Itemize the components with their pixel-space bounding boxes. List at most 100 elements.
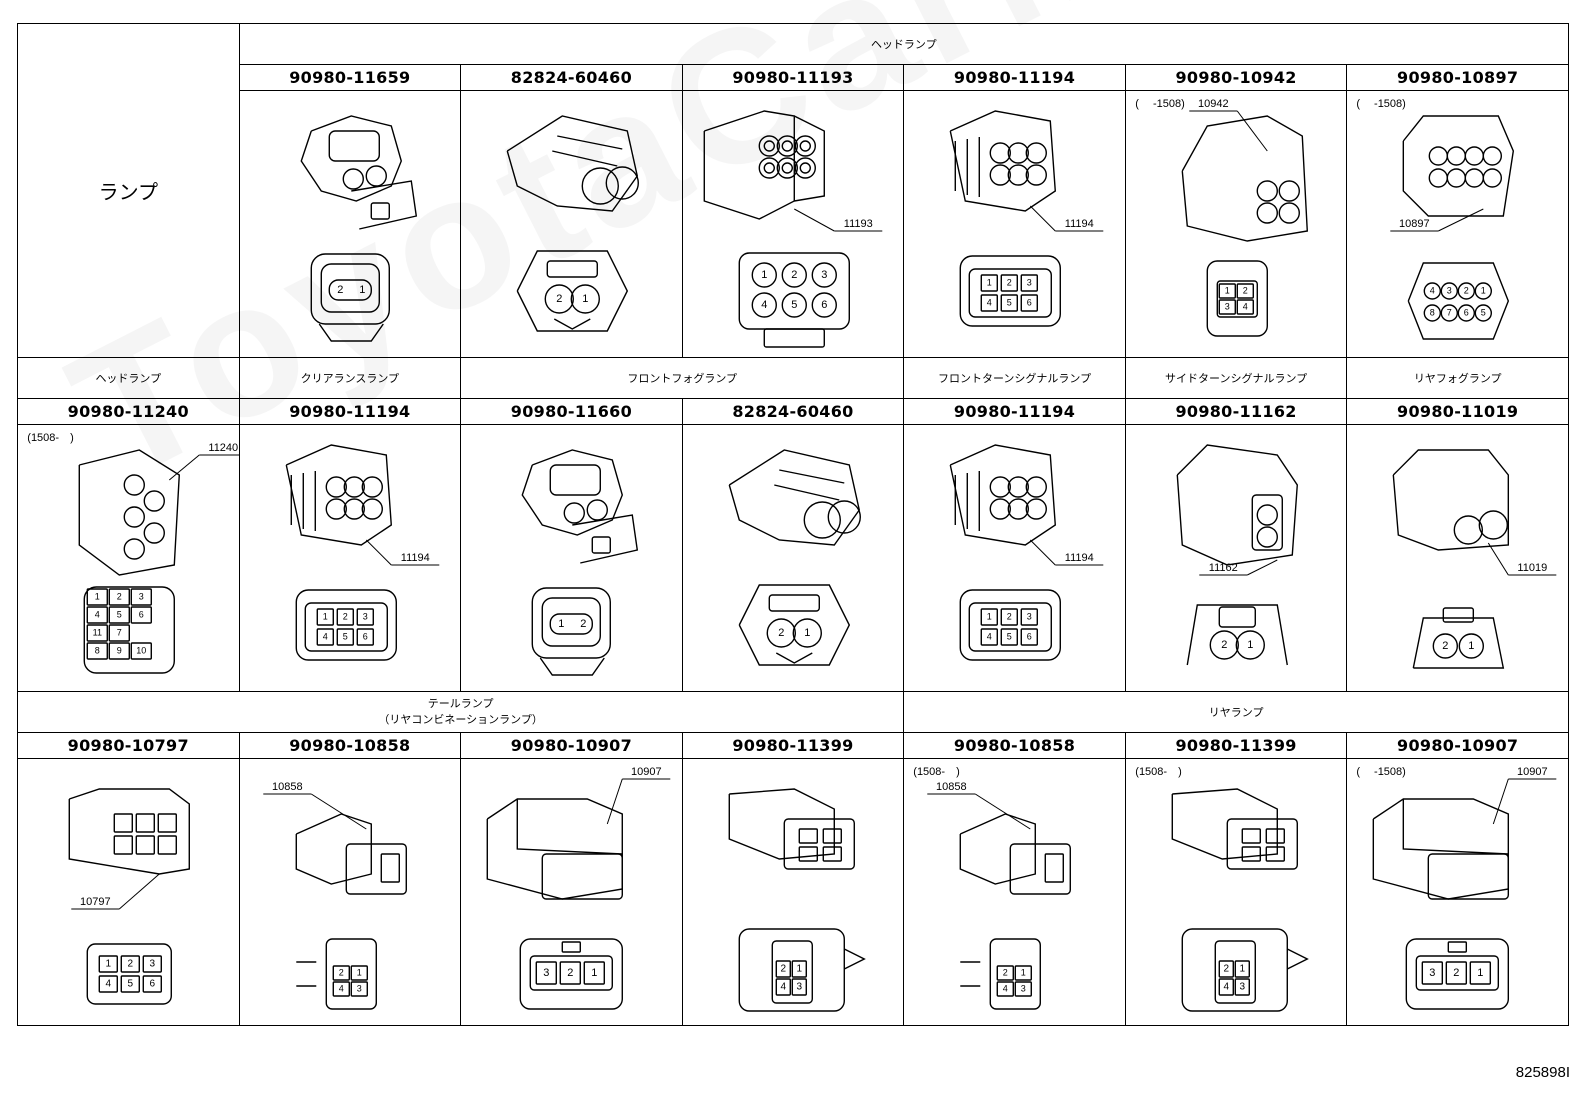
connector-callout: 11162 [1209, 562, 1238, 574]
pin-number: 6 [150, 979, 156, 990]
pin-number: 2 [128, 959, 134, 970]
pin-number: 4 [1430, 285, 1435, 295]
pin-number: 6 [1027, 631, 1032, 641]
connector-callout: 10907 [1517, 766, 1548, 778]
pin-number: 2 [342, 611, 347, 621]
connector-callout: 10858 [936, 781, 967, 793]
sidebar-label: ランプ [17, 23, 240, 358]
pin-number: 2 [117, 591, 122, 601]
pin-number: 4 [106, 979, 112, 990]
pin-number: 9 [117, 645, 122, 655]
date-range-note: (1508- ) [914, 766, 960, 778]
pin-number: 2 [791, 269, 797, 281]
pin-number: 5 [791, 299, 797, 311]
pin-number: 1 [1481, 285, 1486, 295]
pin-number: 2 [567, 967, 573, 979]
pin-number: 1 [1225, 285, 1230, 295]
pin-number: 6 [362, 631, 367, 641]
date-range-note: ( -1508) [1135, 98, 1185, 110]
part-number: 90980-10907 [460, 732, 683, 759]
connector-illustration: ( -1508) 10942 1 2 3 4 [1135, 98, 1308, 337]
connector-callout: 10858 [272, 781, 303, 793]
pin-number: 5 [1481, 307, 1486, 317]
part-number: 90980-11399 [681, 732, 905, 759]
connector-callout: 11194 [1065, 218, 1094, 230]
part-number: 90980-10797 [17, 732, 240, 759]
pin-number: 5 [117, 609, 122, 619]
part-number: 90980-10897 [1346, 64, 1569, 91]
pin-number: 1 [582, 293, 588, 305]
connector-callout: 10942 [1198, 98, 1229, 110]
group-front-turn: フロントターンシグナルランプ [903, 357, 1126, 399]
group-headlamp: ヘッドランプ [238, 23, 1570, 65]
pin-number: 2 [1007, 277, 1012, 287]
pin-number: 3 [356, 983, 361, 993]
date-range-note: ( -1508) [1357, 98, 1407, 110]
pin-number: 3 [1225, 301, 1230, 311]
pin-number: 4 [1003, 983, 1008, 993]
pin-number: 7 [117, 627, 122, 637]
tail-lamp-subtitle: （リヤコンビネーションランプ） [378, 713, 543, 726]
pin-number: 3 [1239, 982, 1245, 993]
pin-number: 4 [780, 982, 786, 993]
part-number: 90980-10942 [1124, 64, 1348, 91]
pin-number: 2 [780, 964, 786, 975]
pin-number: 2 [1243, 285, 1248, 295]
pin-number: 4 [761, 299, 767, 311]
pin-number: 4 [1223, 982, 1229, 993]
pin-number: 1 [987, 277, 992, 287]
connector-callout: 11019 [1518, 562, 1548, 574]
pin-number: 2 [778, 627, 784, 639]
tail-lamp-title: テールランプ [427, 697, 494, 710]
pin-number: 6 [139, 609, 144, 619]
pin-number: 4 [987, 297, 992, 307]
pin-number: 2 [556, 293, 562, 305]
pin-number: 1 [95, 591, 100, 601]
pin-number: 7 [1447, 307, 1452, 317]
pin-number: 4 [1243, 301, 1248, 311]
connector-callout: 11240 [208, 442, 238, 454]
pin-number: 4 [338, 983, 343, 993]
group-rear-fog: リヤフォグランプ [1346, 357, 1569, 399]
part-number: 82824-60460 [460, 64, 683, 91]
pin-number: 2 [1464, 285, 1469, 295]
pin-number: 2 [1454, 967, 1460, 979]
connector-callout: 10797 [80, 896, 111, 908]
connector-table: ランプ ヘッドランプ 90980-11659 82824-60460 90980… [16, 23, 1570, 1026]
part-number: 90980-11660 [460, 398, 683, 425]
part-number: 82824-60460 [681, 398, 905, 425]
pin-number: 5 [342, 631, 347, 641]
pin-number: 5 [1007, 631, 1012, 641]
pin-number: 2 [1443, 640, 1449, 652]
part-number: 90980-11194 [903, 398, 1126, 425]
pin-number: 2 [337, 284, 343, 296]
connector-callout: 11194 [400, 552, 429, 564]
pin-number: 1 [356, 967, 361, 977]
part-number: 90980-11193 [681, 64, 905, 91]
pin-number: 3 [1027, 611, 1032, 621]
date-range-note: (1508- ) [1135, 766, 1181, 778]
